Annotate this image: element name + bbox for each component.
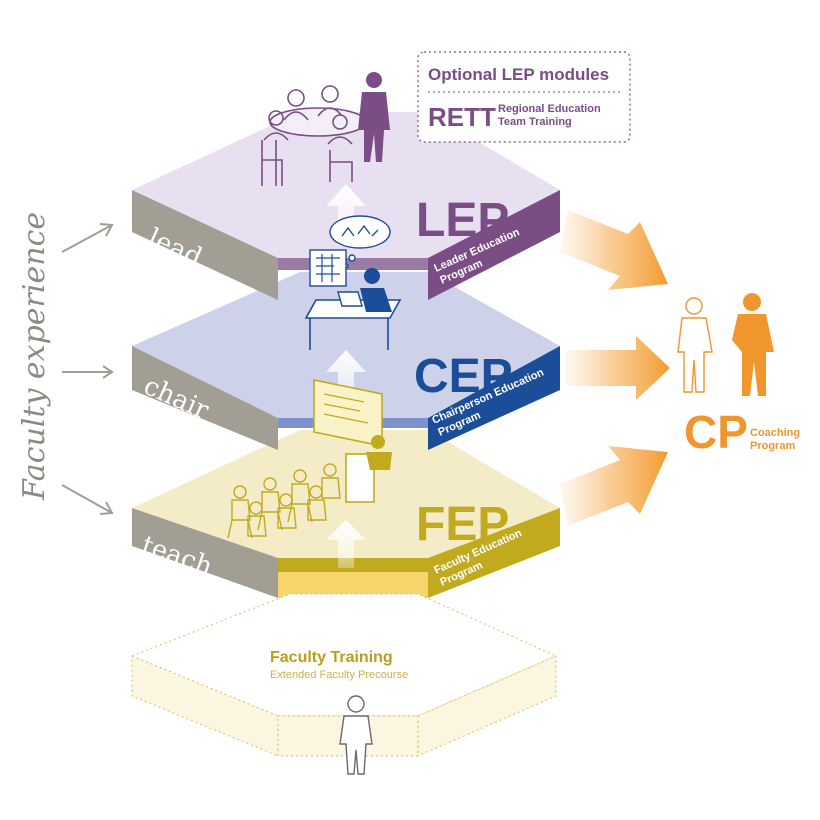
training-top-face	[130, 593, 558, 717]
cp-name-line2: Program	[750, 440, 795, 452]
arrow-fep-to-cp-icon	[560, 446, 668, 526]
up-arrow-fep-icon	[326, 520, 366, 568]
coach-figure-icon	[732, 293, 774, 396]
up-arrow-lep-icon	[326, 184, 366, 246]
fep-right-face	[428, 508, 560, 598]
cep-top-face	[132, 272, 560, 418]
faculty-experience-label: Faculty experience	[17, 212, 52, 501]
standing-leader-icon	[358, 72, 390, 162]
trainee-figure-icon	[339, 695, 373, 775]
chair-side-face	[132, 346, 278, 450]
desk-worker-icon	[304, 268, 402, 350]
lead-side-face	[132, 190, 278, 300]
cep-right-face	[428, 346, 560, 450]
rett-line2: Team Training	[498, 116, 572, 128]
coaching-pair-icon	[677, 293, 774, 396]
arrow-to-lead-icon	[61, 223, 114, 253]
lep-abbr: LEP	[416, 194, 509, 247]
planning-chart-icon	[309, 249, 347, 287]
teach-side-face	[132, 508, 278, 598]
coachee-figure-icon	[677, 297, 713, 393]
cp-name-line1: Coaching	[750, 427, 800, 439]
thought-bubble-icon	[329, 215, 391, 269]
classroom-icon	[227, 463, 341, 539]
rett-abbr: RETT	[428, 102, 496, 132]
cep-abbr: CEP	[414, 350, 513, 403]
training-left-face	[131, 655, 279, 757]
faculty-training-platform	[130, 593, 558, 757]
training-title: Faculty Training	[270, 649, 393, 666]
arrow-to-chair-icon	[62, 365, 114, 379]
rett-line1: Regional Education	[498, 103, 601, 115]
fep-abbr: FEP	[416, 498, 509, 551]
progression-arrows	[326, 184, 366, 568]
training-subtitle: Extended Faculty Precourse	[270, 669, 408, 681]
optional-lep-modules-box: Optional LEP modules RETT Regional Educa…	[417, 51, 631, 143]
coaching-arrows	[560, 210, 670, 526]
up-arrow-cep-icon	[326, 350, 366, 410]
training-right-face	[417, 655, 557, 757]
fep-front-lower	[278, 572, 428, 598]
whiteboard-icon	[313, 379, 383, 447]
meeting-table-icon	[261, 85, 367, 186]
optional-box-title: Optional LEP modules	[428, 65, 609, 84]
arrow-lep-to-cp-icon	[560, 210, 668, 290]
arrow-to-teach-icon	[61, 484, 114, 515]
presenter-icon	[345, 435, 392, 503]
cp-abbr: CP	[684, 406, 748, 458]
optional-box-border	[417, 51, 631, 143]
lep-right-face	[428, 190, 560, 300]
experience-arrows	[61, 223, 114, 515]
arrow-cep-to-cp-icon	[566, 336, 670, 400]
